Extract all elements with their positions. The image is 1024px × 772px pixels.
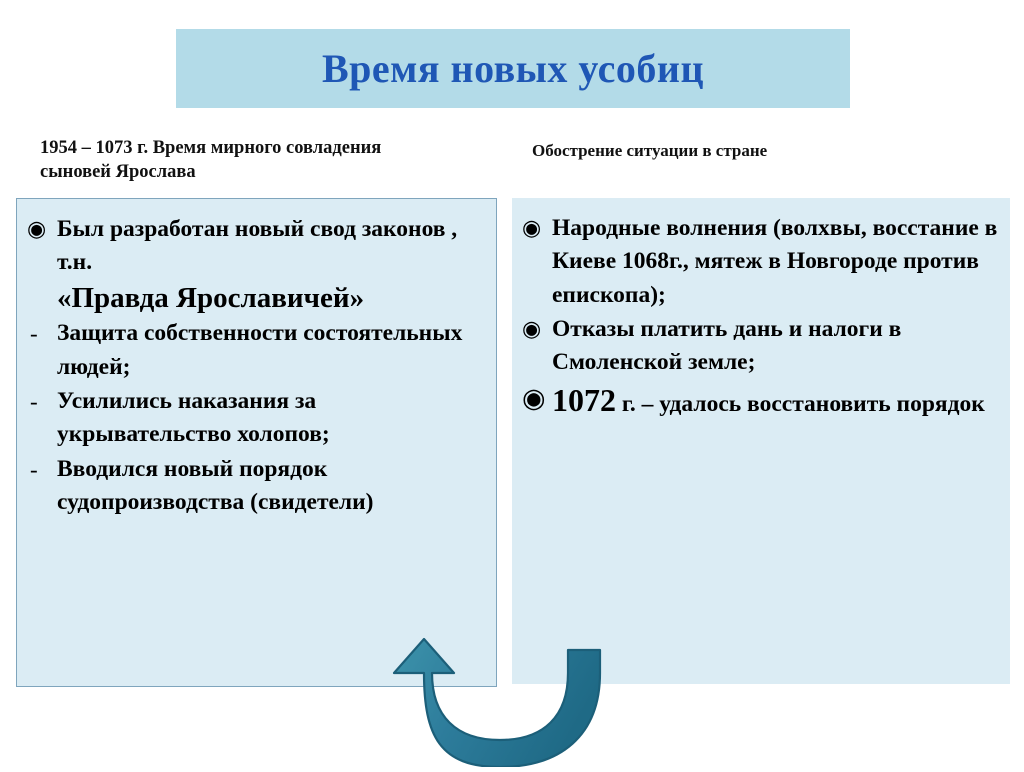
dash-bullet-icon: -: [30, 456, 38, 482]
list-item-text: Вводился новый порядок судопроизводства …: [57, 455, 374, 516]
list-item: ◉ Был разработан новый свод законов , т.…: [27, 213, 484, 316]
list-item-text: Защита собственности состоятельных людей…: [57, 320, 463, 380]
title-banner: Время новых усобиц: [176, 29, 850, 108]
left-content-box: ◉ Был разработан новый свод законов , т.…: [16, 198, 497, 687]
list-item-body: 1072 г. – удалось восстановить порядок: [552, 381, 998, 421]
year-value: 1072: [552, 381, 616, 418]
list-item-text: Народные волнения (волхвы, восстание в К…: [552, 215, 998, 308]
list-item: - Усилились наказания за укрывательство …: [27, 385, 484, 452]
dash-bullet-icon: -: [30, 321, 38, 347]
circled-dot-bullet-icon: ◉: [522, 316, 542, 342]
right-content-box: ◉ Народные волнения (волхвы, восстание в…: [512, 198, 1010, 684]
page-title: Время новых усобиц: [321, 45, 705, 91]
left-column-heading: 1954 – 1073 г. Время мирного совладения …: [40, 138, 382, 183]
circled-dot-bullet-icon: ◉: [27, 216, 47, 241]
list-item-body: Был разработан новый свод законов , т.н.…: [57, 213, 484, 316]
list-item: ◉ 1072 г. – удалось восстановить порядок: [522, 381, 998, 421]
list-item: ◉ Отказы платить дань и налоги в Смоленс…: [522, 313, 998, 380]
circled-dot-bullet-icon: ◉: [522, 382, 546, 413]
list-item-text: Усилились наказания за укрывательство хо…: [57, 387, 330, 448]
list-item-text: Отказы платить дань и налоги в Смоленско…: [552, 316, 902, 376]
list-item: ◉ Народные волнения (волхвы, восстание в…: [522, 212, 998, 312]
right-box-inner: ◉ Народные волнения (волхвы, восстание в…: [512, 198, 1010, 421]
circled-dot-bullet-icon: ◉: [522, 215, 542, 240]
list-item-text: г. – удалось восстановить порядок: [616, 390, 985, 417]
list-item: - Вводился новый порядок судопроизводств…: [27, 453, 484, 520]
dash-bullet-icon: -: [30, 388, 38, 414]
right-column-heading: Обострение ситуации в стране: [532, 141, 768, 160]
left-box-inner: ◉ Был разработан новый свод законов , т.…: [17, 199, 496, 519]
list-item: - Защита собственности состоятельных люд…: [27, 317, 484, 384]
list-item-emphasis: «Правда Ярославичей»: [57, 281, 365, 314]
list-item-text: Был разработан новый свод законов , т.н.: [57, 216, 458, 276]
